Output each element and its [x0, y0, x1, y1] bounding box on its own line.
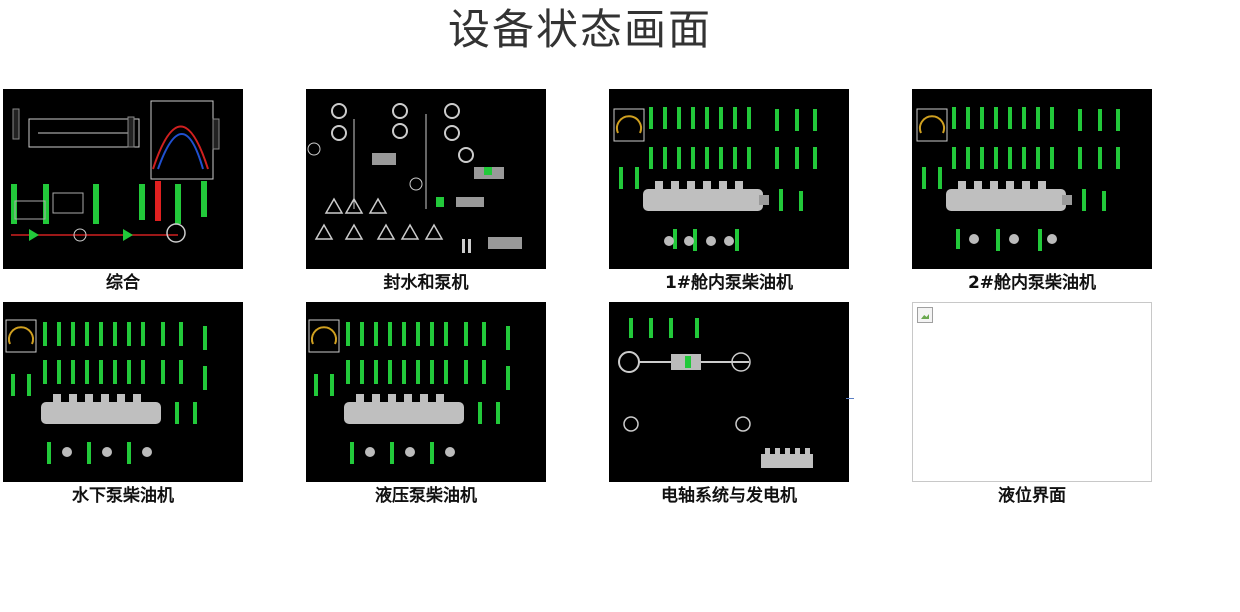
pump1-diesel-preview-thumbnail[interactable] — [609, 89, 849, 269]
tile-label[interactable]: 2#舱内泵柴油机 — [967, 273, 1097, 293]
broken-image-icon — [917, 307, 933, 323]
tile-label[interactable]: 液压泵柴油机 — [375, 486, 477, 506]
overview-preview-image — [11, 100, 220, 243]
tile-liquid-level[interactable]: 液位界面 — [912, 302, 1152, 507]
tile-label[interactable]: 综合 — [106, 273, 140, 293]
pump1-diesel-preview-image — [613, 107, 817, 251]
tile-label[interactable]: 封水和泵机 — [383, 273, 469, 293]
tile-pump2-diesel[interactable]: 2#舱内泵柴油机 — [912, 89, 1152, 294]
seal-water-pumps-preview-thumbnail[interactable] — [306, 89, 546, 269]
underwater-pump-diesel-preview-image — [5, 319, 207, 464]
tile-overview[interactable]: 综合 — [3, 89, 243, 294]
generator-shaft-preview-image — [618, 318, 813, 468]
tile-seal-water-pumps[interactable]: 封水和泵机 — [306, 89, 546, 294]
page-title: 设备状态画面 — [447, 5, 712, 54]
pump2-diesel-preview-thumbnail[interactable] — [912, 89, 1152, 269]
decorative-line — [846, 398, 854, 399]
tile-hydraulic-pump-diesel[interactable]: 液压泵柴油机 — [306, 302, 546, 507]
seal-water-pumps-preview-image — [307, 103, 522, 253]
liquid-level-preview-thumbnail[interactable] — [912, 302, 1152, 482]
pump2-diesel-preview-image — [916, 107, 1120, 251]
tile-label[interactable]: 电轴系统与发电机 — [661, 486, 797, 506]
generator-shaft-preview-thumbnail[interactable] — [609, 302, 849, 482]
tile-generator-shaft[interactable]: 电轴系统与发电机 — [609, 302, 849, 507]
tile-label[interactable]: 1#舱内泵柴油机 — [664, 273, 794, 293]
tile-underwater-pump-diesel[interactable]: 水下泵柴油机 — [3, 302, 243, 507]
tile-label[interactable]: 水下泵柴油机 — [72, 486, 174, 506]
hydraulic-pump-diesel-preview-thumbnail[interactable] — [306, 302, 546, 482]
underwater-pump-diesel-preview-thumbnail[interactable] — [3, 302, 243, 482]
hydraulic-pump-diesel-preview-image — [308, 319, 510, 464]
tile-label[interactable]: 液位界面 — [998, 486, 1066, 506]
tile-pump1-diesel[interactable]: 1#舱内泵柴油机 — [609, 89, 849, 294]
overview-preview-thumbnail[interactable] — [3, 89, 243, 269]
